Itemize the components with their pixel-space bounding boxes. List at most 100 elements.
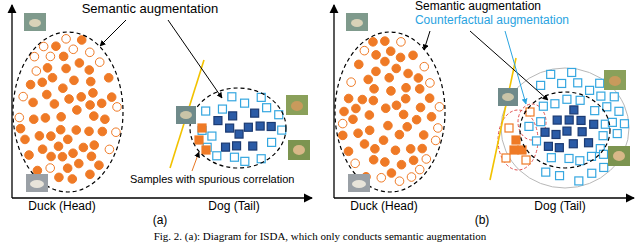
- dog-sample: [244, 123, 252, 131]
- duck-sample: [381, 158, 390, 167]
- duck-sample: [406, 145, 415, 154]
- duck-sample: [431, 136, 440, 145]
- duck-sample: [385, 73, 394, 82]
- leader-arrow: [100, 20, 126, 46]
- augmented-dog-sample: [576, 157, 584, 165]
- duck-sample: [56, 125, 65, 134]
- dog-sample: [249, 142, 257, 150]
- duck-sample: [90, 141, 99, 150]
- duck-sample: [29, 115, 38, 124]
- counterfactual-dog-sample: [615, 107, 623, 115]
- duck-sample: [370, 85, 379, 94]
- dog-image: [286, 95, 308, 115]
- augmented-dog-sample: [565, 154, 573, 162]
- duck-sample: [98, 127, 107, 136]
- duck-sample: [397, 38, 406, 47]
- duck-sample: [415, 85, 424, 94]
- duck-sample: [344, 147, 353, 156]
- class-ellipse: [520, 92, 610, 168]
- duck-sample: [422, 155, 431, 164]
- duck-sample: [105, 145, 114, 154]
- class-label: Duck (Head): [350, 200, 417, 214]
- duck-sample: [75, 159, 84, 168]
- leader-arrow: [505, 31, 526, 104]
- duck-sample: [412, 115, 421, 124]
- counterfactual-dog-sample: [574, 79, 582, 87]
- duck-sample: [69, 45, 78, 54]
- duck-sample: [384, 121, 393, 130]
- augmented-dog-sample: [537, 118, 545, 126]
- duck-sample: [70, 76, 79, 85]
- duck-sample: [416, 103, 425, 112]
- duck-sample: [338, 119, 347, 128]
- class-label: Duck (Head): [28, 200, 95, 214]
- annotation-label: Samples with spurious correlation: [130, 173, 294, 186]
- duck-sample: [19, 92, 28, 101]
- duck-sample: [396, 53, 405, 62]
- augmented-dog-sample: [278, 126, 286, 134]
- figure-caption: Fig. 2. (a): Diagram for ISDA, which onl…: [0, 229, 640, 243]
- class-label: Dog (Tail): [208, 200, 259, 214]
- duck-sample: [395, 177, 404, 186]
- counterfactual-dog-sample: [575, 177, 583, 185]
- augmented-dog-sample: [268, 138, 276, 146]
- augmented-dog-sample: [563, 95, 571, 103]
- duck-sample: [354, 129, 363, 138]
- panel-label: (a): [153, 214, 168, 228]
- duck-sample: [419, 131, 428, 140]
- duck-sample: [39, 42, 48, 51]
- duck-sample: [73, 106, 82, 115]
- annotation-label: Semantic augmentation: [82, 2, 219, 17]
- counterfactual-duck-sample: [522, 156, 530, 164]
- class-ellipse: [190, 88, 286, 168]
- panel-label: (b): [475, 214, 490, 228]
- duck-sample: [369, 96, 378, 105]
- dog-sample: [585, 139, 593, 147]
- duck-sample: [426, 79, 435, 88]
- duck-sample: [369, 155, 378, 164]
- augmented-dog-sample: [539, 102, 547, 110]
- dog-sample: [267, 122, 275, 130]
- duck-sample: [48, 73, 57, 82]
- counterfactual-dog-sample: [600, 163, 608, 171]
- dog-sample: [251, 109, 259, 117]
- augmented-dog-sample: [202, 107, 210, 115]
- duck-sample: [101, 115, 110, 124]
- duck-sample: [95, 161, 104, 170]
- augmented-dog-sample: [228, 93, 236, 101]
- duck-sample: [77, 36, 86, 45]
- counterfactual-dog-sample: [588, 169, 596, 177]
- duck-sample: [59, 84, 68, 93]
- dog-sample: [569, 140, 577, 148]
- spurious-sample: [202, 146, 210, 154]
- duck-sample: [381, 57, 390, 66]
- dog-sample: [222, 143, 230, 151]
- duck-sample: [427, 112, 436, 121]
- counterfactual-dog-sample: [542, 168, 550, 176]
- dog-sample: [544, 142, 552, 150]
- class-ellipse: [335, 32, 445, 192]
- duck-sample: [425, 94, 434, 103]
- dog-sample: [235, 130, 243, 138]
- counterfactual-dog-sample: [586, 86, 594, 94]
- counterfactual-dog-sample: [600, 150, 608, 158]
- duck-image: [346, 13, 368, 31]
- duck-sample: [352, 104, 361, 113]
- duck-sample: [104, 73, 113, 82]
- counterfactual-dog-sample: [568, 68, 576, 76]
- duck-sample: [86, 170, 95, 179]
- duck-sample: [414, 74, 423, 83]
- duck-sample: [364, 75, 373, 84]
- duck-sample: [68, 175, 77, 184]
- duck-sample: [392, 64, 401, 73]
- augmented-dog-sample: [241, 99, 249, 107]
- counterfactual-dog-sample: [556, 172, 564, 180]
- augmented-dog-sample: [576, 96, 584, 104]
- dog-sample: [570, 106, 578, 114]
- duck-sample: [113, 103, 122, 112]
- duck-sample: [59, 52, 68, 61]
- leader-arrow: [168, 20, 222, 98]
- duck-sample: [21, 135, 30, 144]
- leader-arrow: [470, 31, 548, 100]
- duck-sample: [397, 160, 406, 169]
